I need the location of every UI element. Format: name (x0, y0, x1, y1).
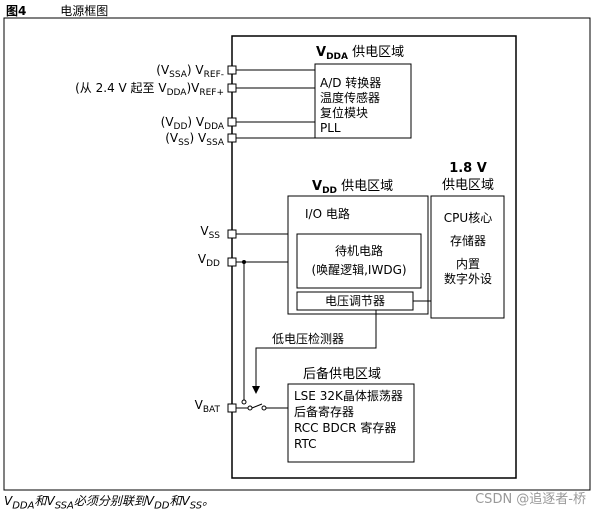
chip-body (231, 35, 517, 479)
watermark: CSDN @追逐者-桥 (475, 492, 586, 507)
pin-vbat (227, 403, 237, 413)
backup-item-reg: 后备寄存器 (294, 404, 354, 419)
pin-label-vdda: (VDD) VDDA (161, 115, 225, 132)
core-memory: 存储器 (450, 233, 486, 248)
pin-markers (227, 65, 237, 413)
vdda-item-temp: 温度传感器 (320, 90, 380, 105)
backup-item-rtc: RTC (294, 437, 316, 451)
regulator-label: 电压调节器 (325, 294, 385, 308)
vdda-item-pll: PLL (320, 121, 341, 135)
backup-domain-box (287, 383, 415, 463)
pin-label-vss: VSS (200, 224, 220, 241)
pin-vref-minus (227, 65, 237, 75)
vdda-domain-title: VDDA 供电区域 (316, 45, 404, 62)
vdda-wires (236, 69, 315, 139)
standby-line1: 待机电路 (335, 243, 383, 258)
core-domain-box (430, 195, 505, 319)
vdda-item-adc: A/D 转换器 (320, 75, 381, 90)
switch-contact-vdd (241, 399, 247, 405)
core-cpu: CPU核心 (444, 211, 492, 225)
core-builtin: 内置 (456, 257, 480, 271)
vdd-domain-box (287, 195, 429, 315)
pin-label-vref-minus: (VSSA) VREF- (156, 63, 224, 80)
figure-caption: 图4 电源框图 (6, 2, 108, 19)
vdda-domain-box (314, 63, 412, 139)
io-circuit-label: I/O 电路 (305, 206, 350, 221)
lvd-wire (255, 310, 377, 392)
pin-vss (227, 229, 237, 239)
pin-vdda (227, 117, 237, 127)
switch-contact-vbat (247, 405, 253, 411)
pin-label-vbat: VBAT (195, 398, 221, 415)
core-domain-title-2: 供电区域 (442, 178, 494, 193)
backup-item-lse: LSE 32K晶体振荡器 (294, 389, 403, 403)
vdd-domain-title: VDD 供电区域 (312, 179, 393, 196)
vdda-item-reset: 复位模块 (320, 105, 368, 120)
pin-vref-plus (227, 83, 237, 93)
pin-label-vdd: VDD (198, 252, 220, 269)
core-digital: 数字外设 (444, 271, 492, 286)
figure-number: 图4 (6, 4, 27, 18)
footnote: VDDA和VSSA必须分别联到VDD和VSS。 (4, 494, 215, 512)
figure-title: 电源框图 (60, 4, 109, 18)
pin-label-vssa: (VSS) VSSA (165, 131, 225, 148)
core-domain-title-1: 1.8 V (449, 161, 487, 176)
switch-blade (251, 403, 263, 409)
standby-box (296, 233, 422, 289)
pin-vdd (227, 257, 237, 267)
pin-label-vref-plus: (从 2.4 V 起至 VDDA)VREF+ (75, 81, 224, 98)
lvd-label: 低电压检测器 (272, 331, 344, 346)
switch-contact-out (261, 405, 267, 411)
pin-vssa (227, 133, 237, 143)
standby-line2: (唤醒逻辑,IWDG) (311, 263, 406, 277)
backup-item-bdcr: RCC BDCR 寄存器 (294, 420, 396, 435)
frame (3, 17, 591, 491)
lvd-arrow-icon (252, 386, 260, 394)
backup-domain-title: 后备供电区域 (303, 366, 381, 382)
